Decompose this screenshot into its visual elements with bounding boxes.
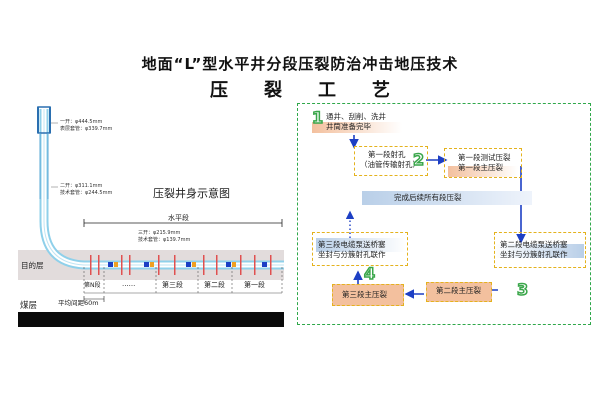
casing3-label: 三开：φ215.9mm 技术套管：φ139.7mm — [138, 230, 191, 243]
step-number-2: 2 — [412, 149, 425, 170]
bridge3-highlight — [316, 238, 406, 252]
bridge3-box — [312, 232, 408, 266]
coal-layer-label: 煤层 — [20, 301, 38, 311]
segment-ellipsis: ...... — [122, 280, 136, 288]
segment-dividers — [83, 267, 283, 295]
step1-highlight — [312, 122, 402, 133]
process-flow-panel: 通井、刮削、洗井 井筒准备完毕 第一段射孔 （油管传输射孔） 第一段测试压裂 第… — [297, 103, 591, 325]
bridge2-text: 第二段电缆泵送桥塞 坐封与分簇射孔联作 — [500, 240, 568, 259]
perf1-box — [354, 146, 428, 176]
segment-2: 第二段 — [204, 281, 225, 289]
perforation-clusters — [90, 255, 272, 275]
main3-text: 第三段主压裂 — [342, 290, 387, 299]
casing2-label: 二开：φ311.1mm 技术套管：φ244.5mm — [60, 183, 113, 196]
main2-box — [426, 282, 492, 302]
complete-text: 完成后续所有段压裂 — [394, 193, 462, 202]
target-layer-label: 目的层 — [21, 261, 44, 270]
step1-text: 通井、刮削、洗井 井筒准备完毕 — [326, 112, 386, 131]
main2-text: 第二段主压裂 — [436, 286, 481, 295]
wellbore — [37, 106, 284, 270]
casing1-label: 一开：φ444.5mm 表层套管：φ339.7mm — [60, 119, 113, 132]
main3-box — [332, 284, 404, 306]
segment-3: 第三段 — [162, 281, 183, 289]
spacing-label: 平均间距60m — [58, 299, 99, 307]
step-number-4: 4 — [363, 263, 376, 284]
segment-n: 第N段 — [84, 282, 101, 289]
bridge2-highlight — [494, 244, 584, 258]
title-line1: 地面“L”型水平井分段压裂防治冲击地压技术 — [141, 55, 459, 73]
segment-1: 第一段 — [244, 281, 265, 289]
test-frac-text: 第一段测试压裂 第一段主压裂 — [458, 153, 511, 172]
coal-layer-band — [18, 312, 284, 327]
step-number-1: 1 — [311, 107, 324, 128]
main1-highlight — [448, 166, 518, 177]
bridge2-box — [494, 232, 586, 268]
title-line2: 压裂工艺 — [210, 80, 426, 101]
bridge3-text: 第三段电缆泵送桥塞 坐封与分簇射孔联作 — [318, 240, 386, 259]
test-frac-box — [444, 148, 522, 178]
well-diagram-heading: 压裂井身示意图 — [153, 187, 230, 200]
well-svg — [18, 106, 284, 327]
step-number-3: 3 — [516, 279, 529, 300]
well-diagram: 一开：φ444.5mm 表层套管：φ339.7mm 二开：φ311.1mm 技术… — [18, 103, 284, 329]
bridge-plugs — [108, 262, 267, 267]
horizontal-bracket — [83, 219, 283, 227]
complete-highlight — [362, 191, 532, 205]
spacing-marker — [83, 296, 105, 302]
perf1-text: 第一段射孔 （油管传输射孔） — [360, 150, 420, 169]
horizontal-section-label: 水平段 — [168, 214, 189, 222]
